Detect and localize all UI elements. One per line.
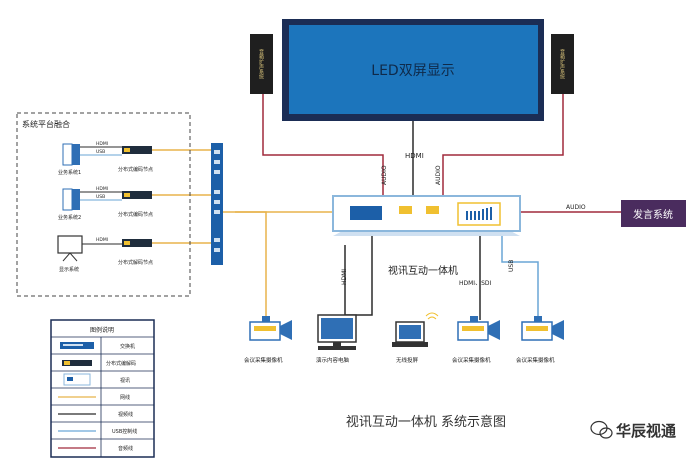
audio-right-label: AUDIO bbox=[435, 165, 442, 185]
platform-row-3: 显示系统 HDMI 分布式解码节点 bbox=[57, 235, 153, 273]
led-display-label: LED双屏显示 bbox=[371, 63, 454, 79]
platform-row-2: 业务系统2 HDMI USB 分布式编码节点 bbox=[58, 186, 153, 221]
hdmi-top-label: HDMI bbox=[405, 152, 424, 160]
legend-video-unit-icon bbox=[63, 373, 91, 386]
wifi-icon bbox=[425, 312, 439, 320]
speaker-left: 音箱扩声系统 bbox=[250, 34, 273, 94]
main-unit-label: 视讯互动一体机 bbox=[388, 264, 458, 277]
camera-3-label: 会议采集摄像机 bbox=[516, 356, 555, 364]
usb-label: USB bbox=[508, 260, 515, 272]
hdmi-bottom-label: HDMI bbox=[341, 269, 348, 285]
usb-camera-line bbox=[501, 235, 539, 320]
audio-left-label: AUDIO bbox=[381, 165, 388, 185]
row-1-device-label: 业务系统1 bbox=[58, 169, 81, 176]
audio-right-line bbox=[442, 92, 564, 198]
platform-title: 系统平台融合 bbox=[22, 119, 70, 129]
camera-2-label: 会议采集摄像机 bbox=[452, 356, 491, 364]
diagram-caption: 视讯互动一体机 系统示意图 bbox=[346, 414, 506, 430]
legend-item-4: 视频线 bbox=[118, 411, 133, 418]
row-2-port-hdmi: HDMI bbox=[96, 186, 108, 192]
camera-1-label: 会议采集摄像机 bbox=[244, 356, 283, 364]
row-2-device-label: 业务系统2 bbox=[58, 214, 81, 221]
platform-row-1: 业务系统1 HDMI USB 分布式编码节点 bbox=[58, 141, 153, 176]
network-camera-line bbox=[235, 211, 267, 320]
platform-box bbox=[16, 112, 191, 297]
encoder-icon bbox=[122, 191, 152, 199]
row-3-device-label: 显示系统 bbox=[59, 266, 79, 273]
legend-item-2: 视讯 bbox=[120, 377, 130, 384]
legend-item-6: 音频线 bbox=[118, 445, 133, 452]
row-1-port-hdmi: HDMI bbox=[96, 141, 108, 147]
row-1-port-usb: USB bbox=[96, 149, 105, 155]
wechat-logo-icon bbox=[590, 420, 613, 439]
row-1-node-label: 分布式编码节点 bbox=[118, 166, 153, 173]
projection-screen-icon bbox=[57, 235, 83, 262]
row-2-port-usb: USB bbox=[96, 194, 105, 200]
camera-icon-2 bbox=[457, 316, 500, 341]
server-icon bbox=[62, 143, 80, 166]
row-3-node-label: 分布式解码节点 bbox=[118, 259, 153, 266]
legend-title: 图例说明 bbox=[90, 326, 114, 334]
audio-left-line bbox=[262, 92, 384, 198]
camera-icon-1 bbox=[249, 316, 292, 341]
legend: 图例说明 交换机 分布式编解码 视讯 网线 视频线 USB控制线 bbox=[50, 319, 155, 458]
network-switch bbox=[211, 143, 223, 265]
legend-switch-icon bbox=[60, 342, 94, 349]
computer-icon bbox=[317, 314, 357, 350]
row-3-port-hdmi: HDMI bbox=[96, 237, 108, 243]
main-unit-meter bbox=[466, 207, 492, 220]
legend-item-3: 网线 bbox=[120, 394, 130, 401]
encoder-icon bbox=[122, 146, 152, 154]
legend-item-0: 交换机 bbox=[120, 343, 135, 350]
wireless-label: 无线投屏 bbox=[396, 356, 419, 364]
speaker-right-label: 音箱扩声系统 bbox=[559, 48, 565, 80]
speaker-left-label: 音箱扩声系统 bbox=[258, 48, 264, 80]
speaker-right: 音箱扩声系统 bbox=[551, 34, 574, 94]
camera-icon-3 bbox=[521, 316, 564, 341]
legend-codec-icon bbox=[62, 360, 92, 366]
legend-item-1: 分布式编解码 bbox=[106, 360, 136, 367]
hdmi-computer-line bbox=[345, 235, 373, 316]
hdmi-sdi-label: HDMI、SDI bbox=[459, 280, 492, 287]
led-display: LED双屏显示 bbox=[282, 19, 544, 121]
legend-item-5: USB控制线 bbox=[112, 428, 137, 435]
laptop-icon bbox=[392, 321, 428, 347]
speech-system: 发言系统 bbox=[621, 200, 686, 227]
watermark-text: 华辰视通 bbox=[616, 422, 676, 440]
main-unit bbox=[332, 195, 521, 236]
decoder-icon bbox=[122, 239, 152, 247]
server-icon bbox=[62, 188, 80, 211]
computer-label: 演示内容电脑 bbox=[316, 356, 350, 364]
audio-speech-label: AUDIO bbox=[566, 204, 586, 211]
row-2-node-label: 分布式编码节点 bbox=[118, 211, 153, 218]
speech-system-label: 发言系统 bbox=[633, 208, 673, 221]
